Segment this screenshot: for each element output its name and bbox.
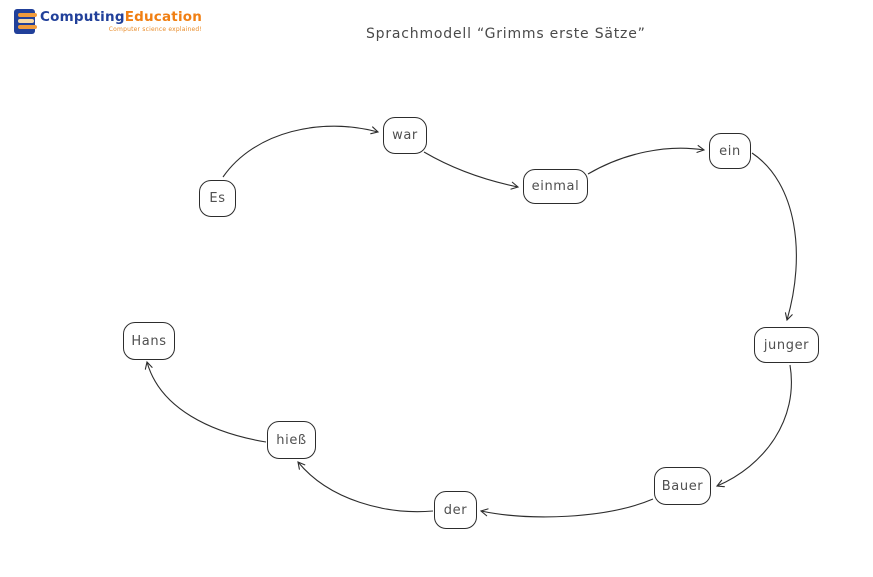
page-title: Sprachmodell “Grimms erste Sätze”: [366, 26, 646, 42]
computing-education-logo[interactable]: ComputingEducation Computer science expl…: [14, 8, 202, 34]
edge-es-war: [222, 125, 380, 178]
brand-education: Education: [124, 9, 203, 25]
brand-name: ComputingEducation: [40, 8, 202, 26]
edge-einmal-ein: [587, 144, 706, 175]
edge-bauer-der: [479, 498, 654, 518]
logo-text: ComputingEducation Computer science expl…: [40, 8, 202, 33]
node-es: Es: [199, 180, 236, 217]
node-ein: ein: [709, 133, 751, 169]
node-der: der: [434, 491, 477, 529]
edge-ein-junger: [751, 152, 797, 322]
edge-junger-bauer: [715, 364, 792, 488]
brand-tagline: Computer science explained!: [108, 26, 203, 33]
node-einmal: einmal: [523, 169, 588, 204]
node-bauer: Bauer: [654, 467, 711, 505]
edge-hiess-hans: [144, 360, 267, 443]
node-hiess: hieß: [267, 421, 316, 459]
node-war: war: [383, 117, 427, 154]
brand-computing: Computing: [40, 9, 125, 25]
book-icon: [14, 9, 37, 34]
edge-der-hiess: [297, 461, 434, 513]
edge-war-einmal: [423, 151, 520, 190]
node-hans: Hans: [123, 322, 175, 360]
node-junger: junger: [754, 327, 819, 363]
